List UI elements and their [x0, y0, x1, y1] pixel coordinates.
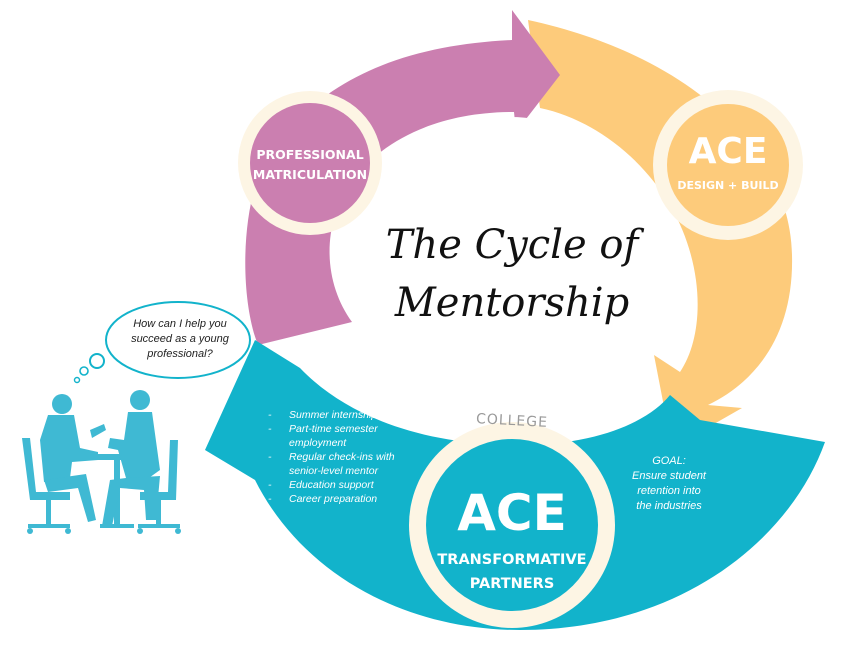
professional-label-line1: PROFESSIONAL — [256, 147, 363, 162]
ace-transformative-line1: TRANSFORMATIVE — [437, 552, 586, 568]
benefit-bullet: - — [268, 423, 272, 435]
benefit-item: Summer internships — [289, 409, 383, 421]
benefit-bullet: - — [268, 451, 272, 463]
benefit-item: senior-level mentor — [289, 465, 379, 477]
benefit-bullet: - — [268, 409, 272, 421]
center-circle — [355, 117, 665, 427]
goal-heading: GOAL: — [652, 455, 686, 467]
goal-line: the industries — [636, 500, 702, 512]
benefit-bullet: - — [268, 479, 272, 491]
thought-dot — [90, 354, 104, 368]
benefit-item: Regular check-ins with — [289, 451, 395, 463]
ace-transformative-title: ACE — [457, 484, 567, 542]
bubble-line2: succeed as a young — [131, 333, 230, 345]
bubble-line3: professional? — [146, 348, 213, 360]
benefit-item: Career preparation — [289, 493, 377, 505]
mentoring-silhouette-icon — [22, 390, 181, 534]
goal-line: Ensure student — [632, 470, 707, 482]
benefit-bullet: - — [268, 493, 272, 505]
node-ace-transformative-partners: ACE TRANSFORMATIVE PARTNERS — [409, 422, 615, 628]
bubble-line1: How can I help you — [133, 318, 227, 330]
node-professional-matriculation: PROFESSIONAL MATRICULATION — [238, 91, 382, 235]
professional-label-line2: MATRICULATION — [253, 167, 367, 182]
benefit-item: Part-time semester — [289, 423, 378, 435]
ace-design-title: ACE — [689, 131, 768, 172]
ace-design-subtitle: DESIGN + BUILD — [677, 179, 778, 192]
diagram-title-line1: The Cycle of — [386, 222, 645, 268]
goal-line: retention into — [637, 485, 701, 497]
thought-bubble: How can I help you succeed as a young pr… — [75, 302, 251, 383]
thought-dot — [75, 378, 80, 383]
benefit-item: Education support — [289, 479, 375, 491]
thought-dot — [80, 367, 88, 375]
benefit-item: employment — [289, 437, 347, 449]
node-ace-design-build: ACE DESIGN + BUILD — [653, 90, 803, 240]
ace-transformative-line2: PARTNERS — [470, 576, 555, 592]
diagram-title-line2: Mentorship — [394, 280, 629, 326]
